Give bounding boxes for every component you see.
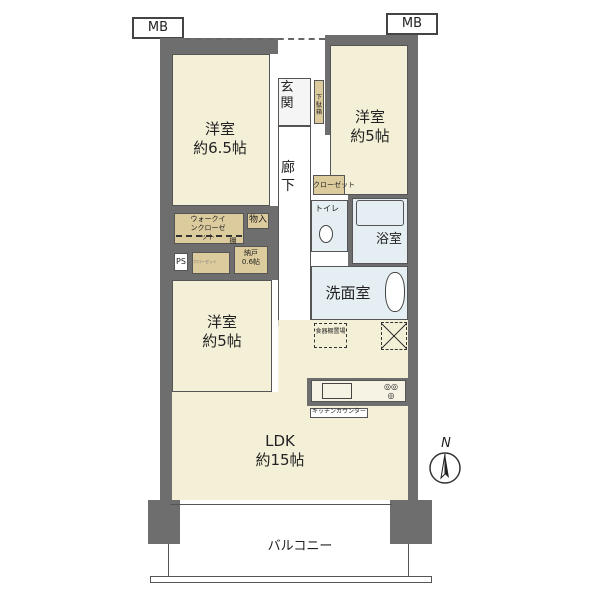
walk-in-closet-label: ウォークインクローゼット: [190, 215, 226, 241]
small-closet: [192, 252, 230, 274]
storage: [247, 213, 269, 229]
pillar-right: [390, 500, 432, 544]
mb-left: MB: [132, 17, 184, 39]
toilet-label: トイレ: [315, 204, 339, 213]
compass-icon: [429, 452, 461, 484]
refrigerator-space: [381, 322, 407, 350]
small-closet-label: クローゼット: [193, 259, 217, 264]
kitchen-counter-label: キッチンカウンター: [311, 408, 366, 415]
pillar-left: [148, 500, 180, 544]
western-room-2: [330, 45, 408, 195]
shoe-box-label: 下駄箱: [315, 94, 322, 116]
entrance-door-line: [185, 38, 325, 40]
bathroom-label: 浴室: [375, 232, 402, 247]
shoe-box: [314, 80, 324, 124]
ps: [174, 253, 188, 271]
balcony-rail: [150, 576, 432, 583]
walk-in-closet: [174, 213, 244, 244]
balcony-side-left: [168, 544, 169, 576]
western-room-1-label: 洋室約6.5帖: [193, 120, 247, 157]
bathroom: [352, 198, 408, 264]
mb-right: MB: [386, 13, 438, 35]
compass-label: N: [441, 436, 451, 451]
wall-top-right: [325, 35, 418, 45]
balcony-side-right: [408, 544, 409, 576]
wall-right: [408, 35, 418, 505]
western-room-1: [172, 54, 270, 206]
washbasin-icon: [385, 272, 405, 312]
storage-label: 物入: [248, 215, 267, 225]
bathtub-icon: [356, 200, 404, 226]
western-room-2-label: 洋室約5帖: [350, 108, 390, 145]
western-room-3-label: 洋室約5帖: [202, 313, 242, 350]
storeroom: [234, 246, 268, 274]
toilet-bowl-icon: [319, 225, 333, 243]
entrance-label: 玄関: [280, 80, 294, 112]
sink-icon: [322, 383, 352, 399]
entrance: [278, 78, 311, 126]
western-room-3: [172, 280, 272, 392]
hallway: [278, 126, 311, 326]
washroom-label: 洗面室: [325, 284, 371, 302]
shelf-line: [176, 235, 242, 237]
balcony-label: バルコニー: [267, 539, 333, 554]
closet: [313, 175, 345, 195]
kitchen-counter: [311, 380, 406, 402]
cupboard-area: [314, 323, 347, 348]
shelf-label: 棚: [229, 237, 237, 245]
hallway-label: 廊下: [281, 160, 295, 194]
ps-label: PS: [176, 257, 186, 266]
kitchen-counter-label-box: [310, 408, 368, 418]
wall-left: [160, 38, 172, 508]
closet-label: クローゼット: [313, 181, 355, 189]
balcony-outer-line: [170, 504, 392, 505]
cupboard-label: 食器棚置場: [315, 328, 346, 335]
wall-mid-divider: [325, 45, 330, 135]
wall-top-left: [160, 38, 278, 54]
stove-icon: ◎◎◎: [384, 382, 398, 400]
